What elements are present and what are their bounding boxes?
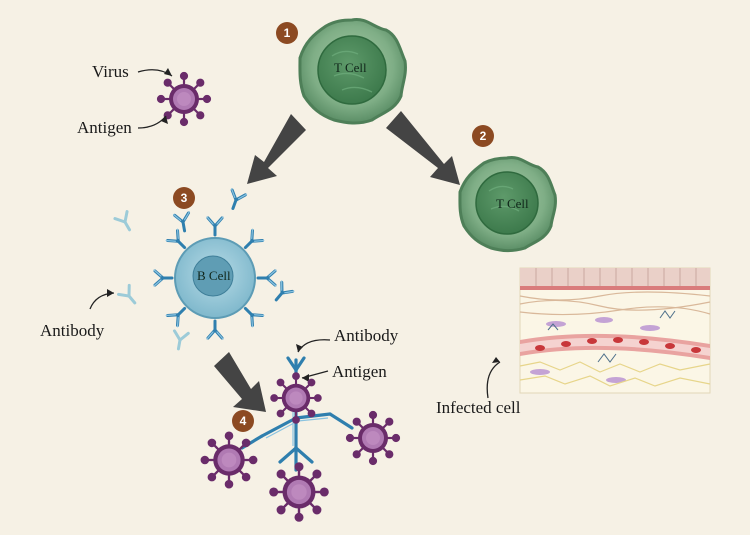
- antigen-label-cluster: Antigen: [332, 362, 387, 381]
- infected-cell-label: Infected cell: [436, 398, 521, 417]
- free-antibody: [170, 329, 190, 352]
- step-badge-4: 4: [232, 410, 254, 432]
- free-antibody: [113, 210, 138, 235]
- pointer-heads: [107, 68, 500, 382]
- free-antibody: [223, 187, 249, 213]
- antibody-virus-cluster: [200, 356, 401, 522]
- arrow-tcell-to-bcell: [247, 114, 306, 184]
- free-antibody: [172, 210, 194, 234]
- antibody-label-cluster: Antibody: [334, 326, 399, 345]
- arrow-bcell-to-antibodies: [214, 352, 266, 412]
- step-badge-1: 1: [276, 22, 298, 44]
- arrow-tcell-to-tcell2: [386, 111, 460, 185]
- antigen-label-top: Antigen: [77, 118, 132, 137]
- virus-label: Virus: [92, 62, 129, 81]
- step-badge-2: 2: [472, 125, 494, 147]
- t-cell-label-2: T Cell: [496, 196, 529, 211]
- t-cell-label-1: T Cell: [334, 60, 367, 75]
- b-cell-label: B Cell: [197, 268, 231, 283]
- b-cell: [152, 215, 278, 341]
- free-antibody: [116, 283, 142, 309]
- t-cell-large: [298, 17, 407, 125]
- t-cell-small: [458, 155, 557, 253]
- infected-tissue: [519, 267, 711, 394]
- antibody-label-left: Antibody: [40, 321, 105, 340]
- step-badge-3: 3: [173, 187, 195, 209]
